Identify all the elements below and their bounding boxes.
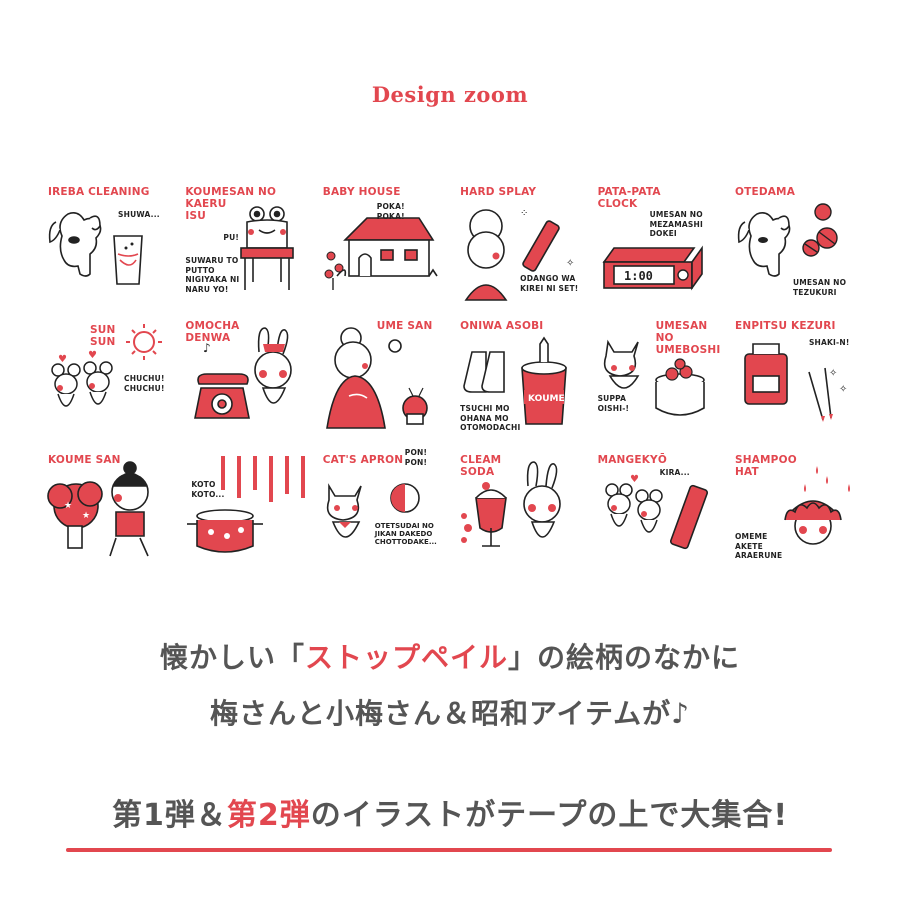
tile-kaeru-isu: KOUMESAN NO KAERU ISU PU! SUWARU TO PUTT… (181, 178, 310, 308)
tile-caption: CHUCHU! CHUCHU! (124, 374, 165, 393)
tile-title: BABY HOUSE (322, 186, 401, 198)
tile-otedama: OTEDAMA UMESAN NO TEZUKURI (731, 178, 860, 308)
svg-text:♥: ♥ (58, 354, 67, 365)
svg-text:★: ★ (82, 511, 90, 521)
mice-kaleidoscope-icon: ♥ (604, 474, 708, 550)
tile-oniwa-asobi: KOUME ONIWA ASOBI TSUCHI MO OHANA MO OTO… (456, 312, 585, 442)
tile-description: SUWARU TO PUTTO NIGIYAKA NI NARU YO! (185, 256, 240, 294)
line1-part-a: 懐かしい「 (159, 641, 305, 674)
tile-umeboshi: UMESAN NO UMEBOSHI SUPPA OISHI-! (594, 312, 723, 442)
rabbit-telephone-icon: ♪ (194, 327, 293, 419)
bucket-label: KOUME (528, 394, 565, 404)
girl-tree-icon: ★ ★ (47, 461, 149, 557)
tile-title: PATA-PATA CLOCK (597, 186, 661, 210)
accent-underline (66, 848, 832, 852)
tile-caption: SHAKI-N! (808, 338, 850, 347)
svg-text:★: ★ (64, 501, 72, 511)
pot-curtain-icon (187, 456, 306, 553)
tile-title: KOUMESAN NO KAERU ISU (185, 186, 277, 222)
tile-title: HARD SPLAY (460, 186, 537, 198)
design-grid: IREBA CLEANING SHUWA... KOUMESAN NO KAER… (44, 178, 870, 578)
boots-bucket-icon: KOUME (463, 336, 568, 425)
tile-title: OMOCHA DENWA (185, 320, 240, 344)
dog-with-denture-glass-icon (48, 212, 143, 285)
tile-caption: PON! PON! (404, 448, 428, 467)
tile-title: KOUME SAN (48, 454, 121, 466)
tile-baby-house: BABY HOUSE POKA! POKA! (319, 178, 448, 308)
description-line-3: 第1弾＆第2弾のイラストがテープの上で大集合! (0, 790, 900, 834)
tile-caption: UMESAN NO MEZAMASHI DOKEI (649, 210, 703, 238)
section-heading: Design zoom (371, 82, 529, 107)
tile-enpitsu-kezuri: ✧ ✧ ENPITSU KEZURI SHAKI-N! (731, 312, 860, 442)
tile-ume-san: UME SAN (319, 312, 448, 442)
cat-ball-icon (326, 483, 420, 538)
grandma-sewing-icon (325, 327, 428, 429)
tile-title: SUN SUN (90, 324, 116, 348)
clock-digits: 1:00 (624, 269, 653, 283)
tile-title: CAT'S APRON (322, 454, 404, 466)
svg-text:♪: ♪ (203, 341, 211, 355)
line1-highlight: ストップペイル (304, 641, 508, 674)
dog-beanbags-icon (737, 203, 838, 277)
tile-caption: ODANGO WA KIREI NI SET! (520, 274, 579, 293)
tile-title: MANGEKYŌ (597, 454, 667, 466)
flip-clock-icon: 1:00 (602, 245, 703, 291)
grandma-hairspray-icon: ⁘ ✧ (464, 208, 575, 301)
description-line-1: 懐かしい「ストップペイル」の絵柄のなかに (0, 636, 900, 676)
house-icon (324, 217, 438, 290)
cat-umeboshi-jar-icon (603, 339, 705, 416)
tile-title: ONIWA ASOBI (460, 320, 544, 332)
pencil-sharpener-icon: ✧ ✧ (744, 343, 847, 422)
tile-caption: OMEME AKETE ARAERUNE (734, 532, 783, 560)
tile-title: UME SAN (376, 320, 433, 332)
line1-part-c: 」の絵柄のなかに (508, 641, 741, 674)
tile-title: CLEAM SODA (460, 454, 502, 478)
svg-text:⁘: ⁘ (520, 208, 528, 219)
tile-shampoo-hat: SHAMPOO HAT OMEME AKETE ARAERUNE (731, 446, 860, 576)
tile-title: IREBA CLEANING (48, 186, 150, 198)
svg-text:♥: ♥ (88, 350, 97, 361)
line3-part-c: のイラストがテープの上で大集合! (310, 798, 789, 833)
tile-caption: PU! (223, 233, 239, 242)
tile-omocha-denwa: ♪ OMOCHA DENWA (181, 312, 310, 442)
tile-cleam-soda: CLEAM SODA (456, 446, 585, 576)
mice-sun-icon: ♥ ♥ (51, 324, 162, 407)
tile-caption: POKA! POKA! (376, 202, 405, 221)
tile-description: OTETSUDAI NO JIKAN DAKEDO CHOTTODAKE... (374, 522, 437, 546)
tile-caption: KIRA... (659, 468, 690, 477)
line3-highlight: 第2弾 (226, 798, 311, 833)
svg-text:✧: ✧ (566, 258, 574, 269)
svg-text:✧: ✧ (829, 368, 837, 379)
tile-pot: KOTO KOTO... (181, 446, 310, 576)
tile-cats-apron: CAT'S APRON PON! PON! OTETSUDAI NO JIKAN… (319, 446, 448, 576)
tile-title: UMESAN NO UMEBOSHI (655, 320, 721, 356)
tile-caption: UMESAN NO TEZUKURI (792, 278, 847, 297)
shampoo-hat-icon (784, 466, 850, 545)
tile-caption: SUPPA OISHI-! (597, 394, 630, 413)
tile-ireba-cleaning: IREBA CLEANING SHUWA... (44, 178, 173, 308)
svg-text:✧: ✧ (839, 384, 847, 395)
frog-chair-icon (240, 206, 295, 290)
svg-text:♥: ♥ (630, 474, 639, 485)
tile-caption: KOTO KOTO... (191, 480, 225, 499)
tile-title: ENPITSU KEZURI (734, 320, 836, 332)
tile-mangekyo: ♥ MANGEKYŌ KIRA... (594, 446, 723, 576)
tile-hard-splay: ⁘ ✧ HARD SPLAY ODANGO WA KIREI NI SET! (456, 178, 585, 308)
tile-title: SHAMPOO HAT (734, 454, 797, 478)
tile-pata-pata-clock: 1:00 PATA-PATA CLOCK UMESAN NO MEZAMASHI… (594, 178, 723, 308)
tile-caption: SHUWA... (118, 210, 160, 219)
tile-title: OTEDAMA (734, 186, 796, 198)
tile-koume-san: ★ ★ KOUME SAN (44, 446, 173, 576)
tile-caption: TSUCHI MO OHANA MO OTOMODACHI (460, 404, 521, 432)
tile-sun-sun: ♥ ♥ SUN SUN CHUCHU! CHUCHU! (44, 312, 173, 442)
description-line-2: 梅さんと小梅さん＆昭和アイテムが♪ (209, 697, 691, 730)
line3-part-a: 第1弾＆ (111, 798, 227, 833)
rabbit-cream-soda-icon (461, 461, 561, 547)
